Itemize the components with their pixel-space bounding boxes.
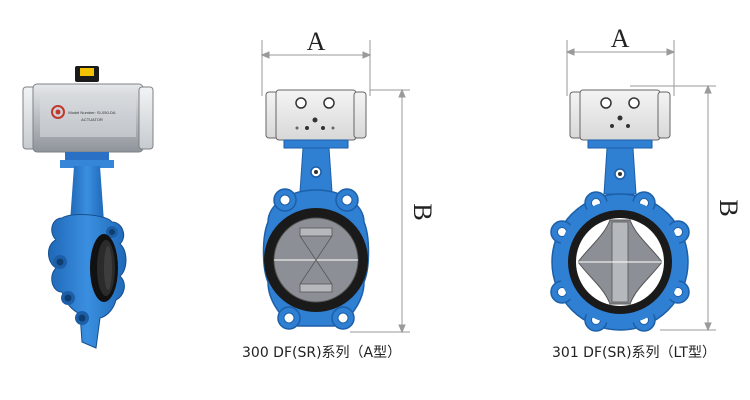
valve-body-lug	[48, 214, 127, 349]
actuator-drawing-300	[265, 89, 367, 141]
valve-drawing-301: A B	[550, 24, 743, 332]
position-indicator	[75, 66, 99, 82]
valve-neck	[70, 166, 104, 222]
actuator-drawing-301	[569, 89, 671, 141]
actuator-label-text: ACTUATOR	[81, 117, 103, 122]
dimension-a-label-301: A	[611, 24, 630, 53]
actuator-model-text: Model Number: SI-050-DA	[68, 110, 115, 115]
dimension-b-label-301: B	[714, 199, 743, 216]
dimension-b-label-300: B	[408, 203, 437, 220]
valve-drawing-300: A B	[260, 27, 437, 334]
dimension-b-300	[350, 88, 410, 334]
caption-300: 300 DF(SR)系列（A型）	[242, 345, 402, 361]
valve-body-301	[550, 191, 690, 332]
dimension-a-301	[565, 40, 716, 96]
dimension-b-301	[660, 84, 716, 332]
dimension-a-300	[260, 40, 372, 96]
pneumatic-actuator: Model Number: SI-050-DA ACTUATOR	[22, 83, 154, 153]
brand-logo-icon	[51, 105, 65, 119]
caption-301: 301 DF(SR)系列（LT型）	[552, 345, 716, 361]
valve-photo: Model Number: SI-050-DA ACTUATOR	[22, 66, 154, 349]
dimension-a-label-300: A	[307, 27, 326, 56]
valve-body-300	[262, 188, 370, 330]
